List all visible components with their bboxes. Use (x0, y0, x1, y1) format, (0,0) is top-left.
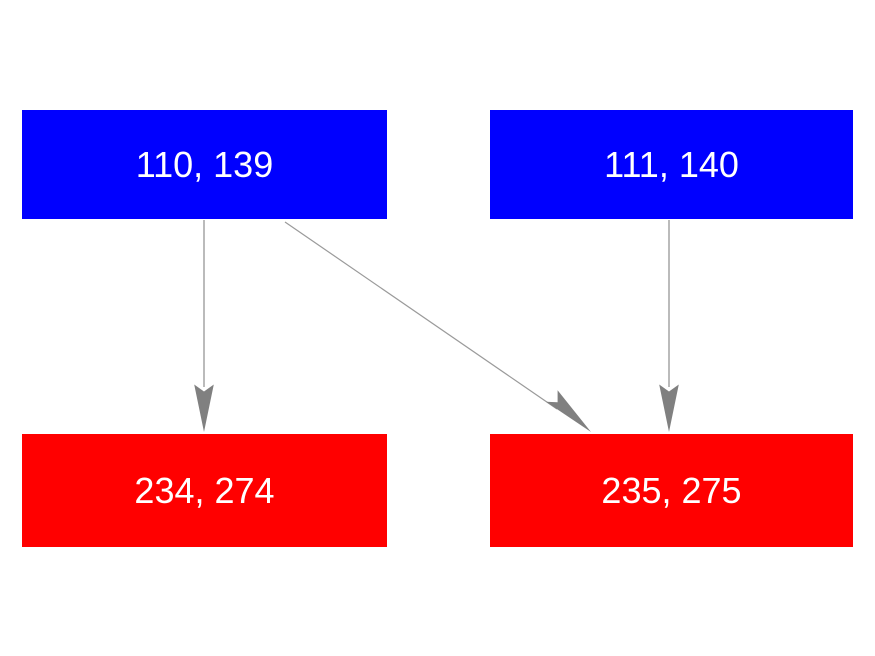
node-label: 111, 140 (604, 143, 739, 185)
node-label: 235, 275 (601, 469, 742, 511)
arrowhead-icon (659, 384, 679, 432)
node-source-2[interactable]: 111, 140 (490, 110, 853, 219)
arrowhead-icon (194, 384, 214, 432)
node-target-1[interactable]: 234, 274 (22, 434, 387, 547)
node-label: 234, 274 (134, 469, 275, 511)
edge-left-vertical (194, 220, 214, 432)
node-label: 110, 139 (135, 143, 274, 185)
edge-diagonal (284, 221, 591, 432)
node-target-2[interactable]: 235, 275 (490, 434, 853, 547)
node-source-1[interactable]: 110, 139 (22, 110, 387, 219)
arrowhead-icon (546, 390, 591, 432)
edge-right-vertical (659, 220, 679, 432)
